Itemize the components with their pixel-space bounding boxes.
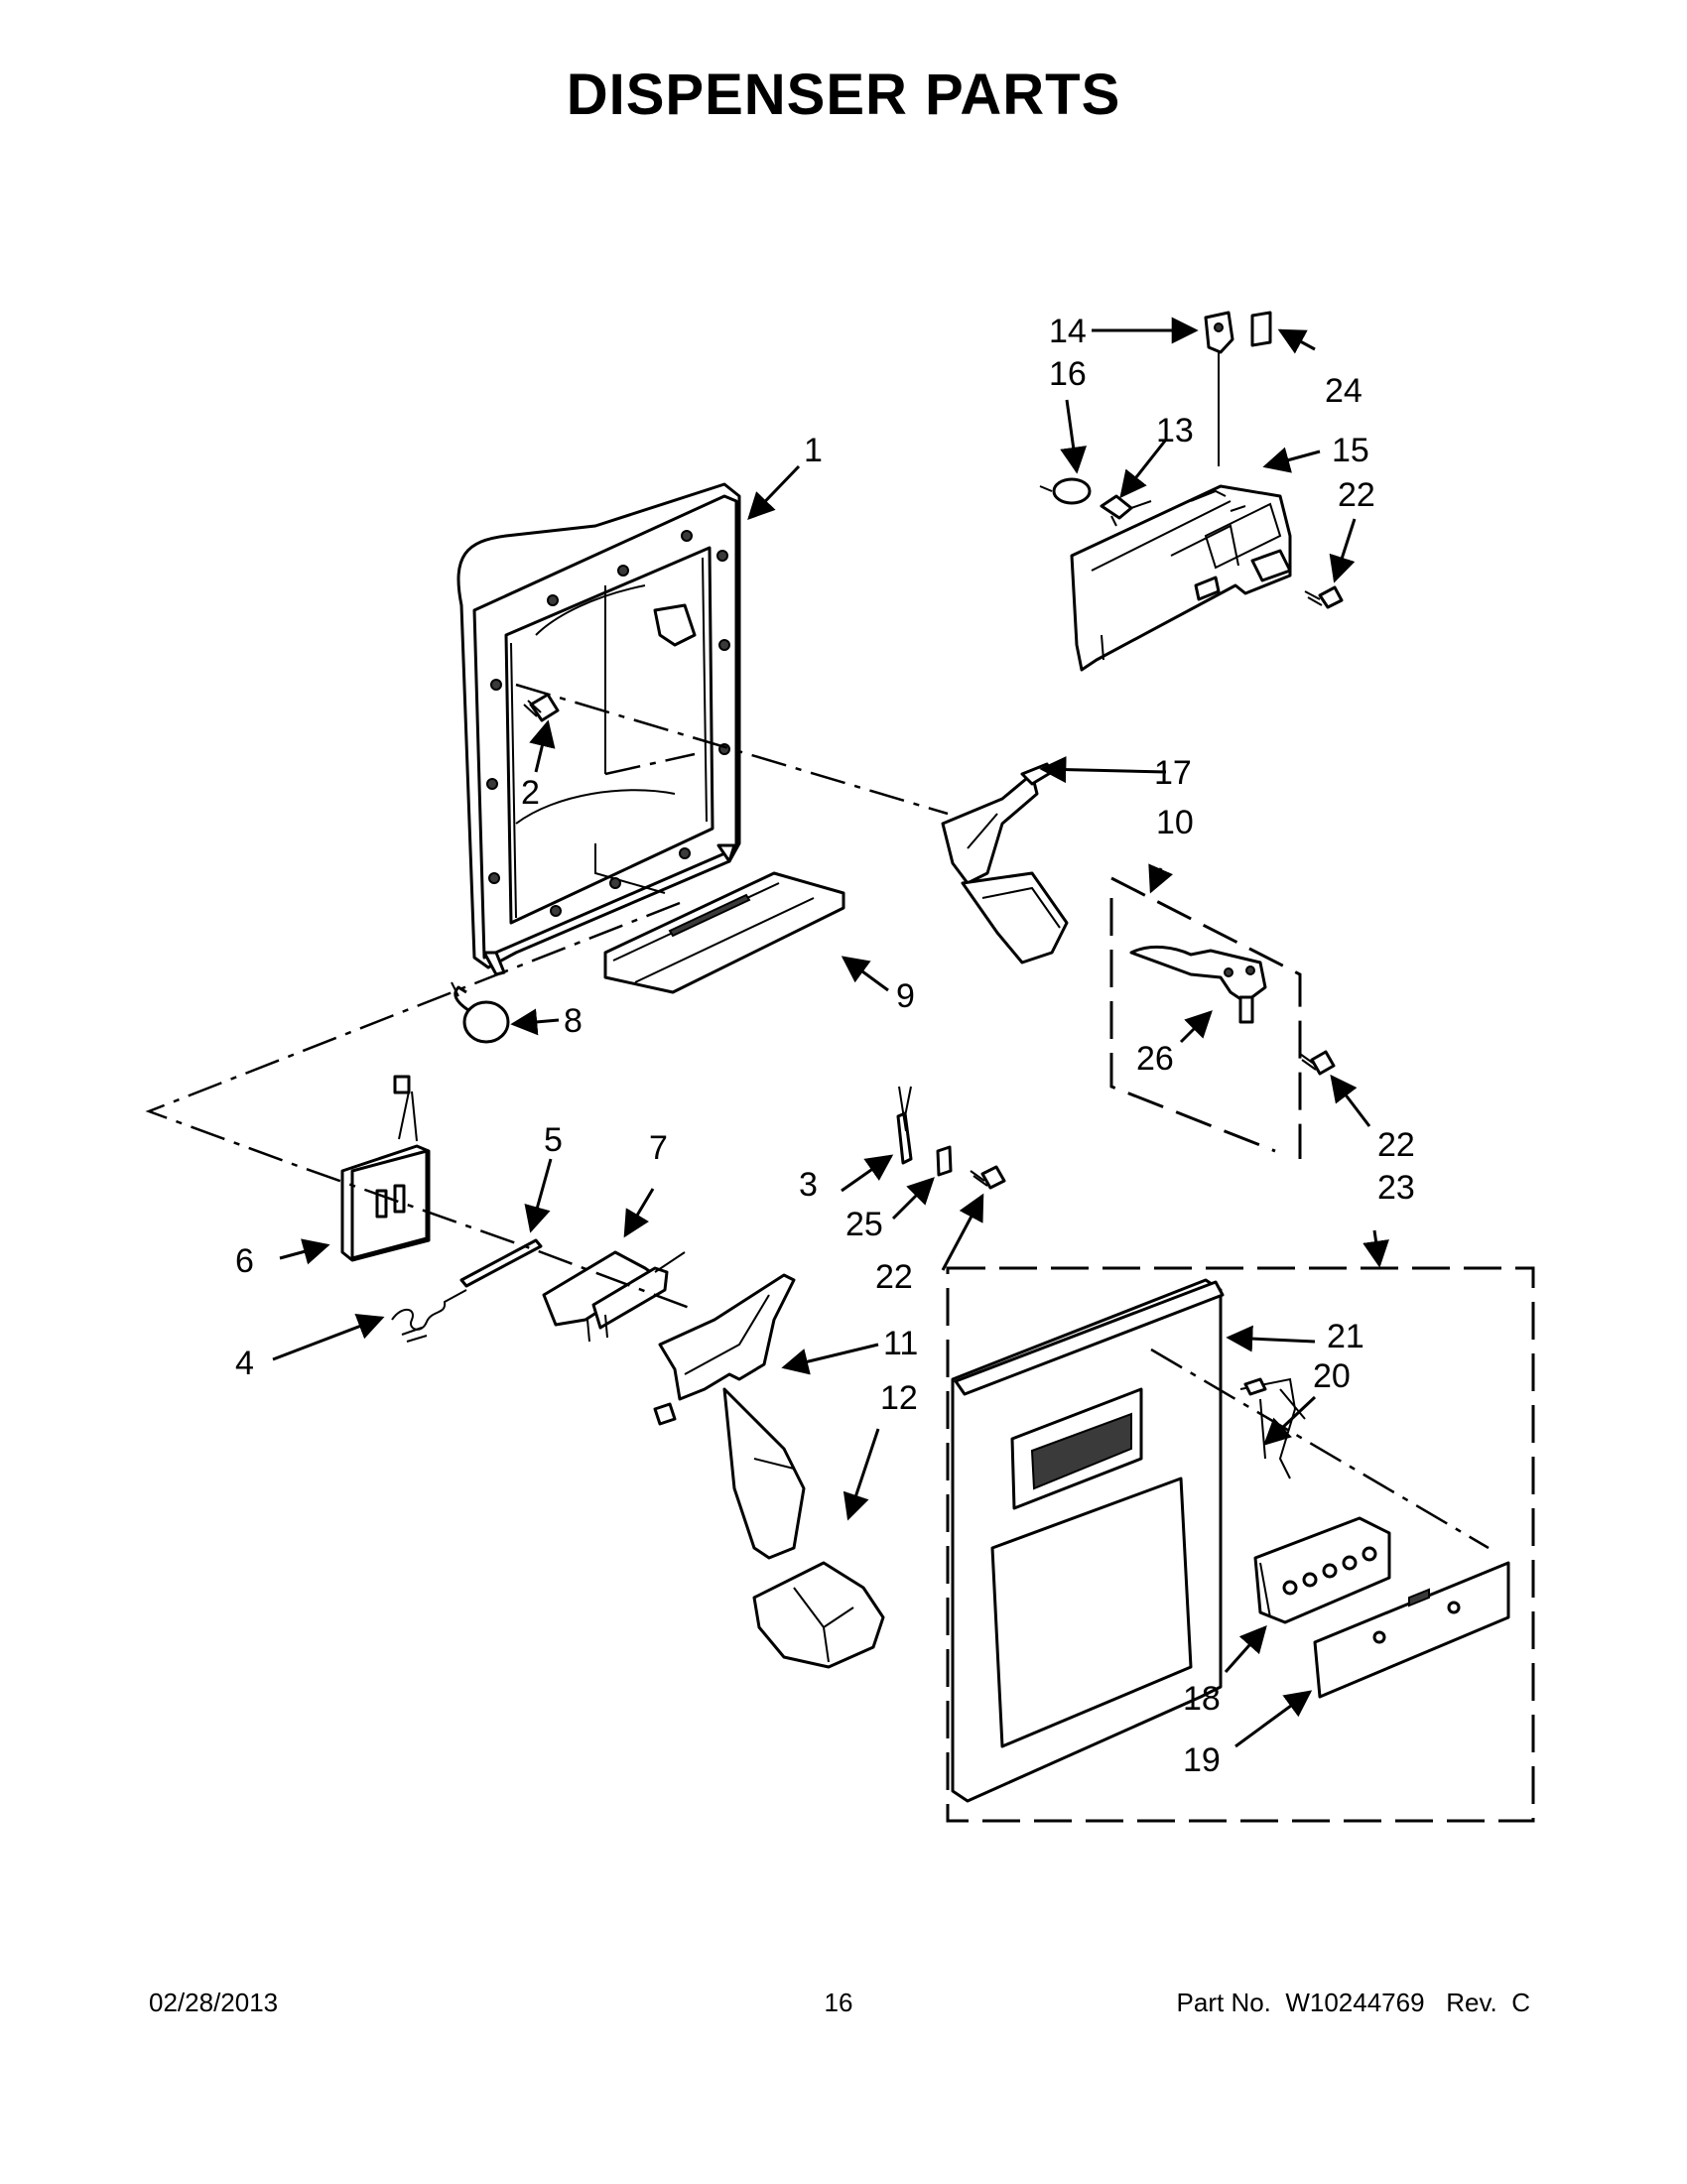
- callout-1: 1: [804, 432, 823, 469]
- pin-5: [459, 1238, 543, 1288]
- callout-5: 5: [544, 1121, 563, 1159]
- dispenser-front-panel: [951, 1278, 1225, 1803]
- dispenser-housing: [456, 482, 741, 976]
- callout-24: 24: [1325, 372, 1363, 410]
- callout-22b: 22: [1377, 1126, 1415, 1164]
- callout-23: 23: [1377, 1169, 1415, 1207]
- footer-part-number: Part No. W10244769 Rev. C: [1176, 1988, 1530, 2017]
- callout-10: 10: [1156, 804, 1194, 841]
- callout-3: 3: [799, 1166, 818, 1204]
- callout-8: 8: [564, 1002, 583, 1040]
- footer-date: 02/28/2013: [149, 1988, 279, 2017]
- spring-4: [391, 1289, 467, 1343]
- group-10-box: [1109, 876, 1302, 1159]
- callout-17: 17: [1154, 754, 1192, 792]
- leader-lines: [272, 317, 1389, 1748]
- callout-22c: 22: [875, 1258, 913, 1296]
- control-assembly: [1239, 1377, 1510, 1699]
- callout-25: 25: [845, 1206, 883, 1243]
- callout-7: 7: [649, 1129, 668, 1167]
- footer-page-number: 16: [824, 1988, 853, 2017]
- callout-11: 11: [883, 1325, 918, 1362]
- callout-20: 20: [1313, 1357, 1351, 1395]
- solenoid-7: [542, 1250, 686, 1343]
- callout-21: 21: [1327, 1318, 1364, 1355]
- callout-14: 14: [1049, 313, 1087, 350]
- parts-3-25-22: [896, 1050, 1336, 1190]
- callout-16: 16: [1049, 355, 1087, 393]
- callout-6: 6: [235, 1242, 254, 1280]
- control-board: [340, 1075, 431, 1262]
- drip-tray: [603, 871, 845, 994]
- callout-4: 4: [235, 1345, 254, 1382]
- callout-26: 26: [1136, 1040, 1174, 1078]
- callout-labels: 1 2 17 10 9 8 26 22 23 5 7 3 25 22 6 4 1…: [235, 313, 1415, 1779]
- group-23-box: [946, 1266, 1535, 1823]
- callout-2: 2: [521, 774, 540, 812]
- actuator-8: [451, 981, 510, 1044]
- lever-26: [1129, 945, 1267, 1024]
- callout-18: 18: [1183, 1680, 1221, 1718]
- ice-chute-lever-17: [941, 762, 1069, 964]
- ice-guide-12: [752, 1561, 885, 1669]
- water-lever-11: [653, 1273, 806, 1560]
- callout-12: 12: [880, 1379, 918, 1417]
- dispenser-light-assembly: [1039, 311, 1344, 672]
- callout-13: 13: [1156, 412, 1194, 450]
- page-title: DISPENSER PARTS: [566, 63, 1121, 127]
- callout-22a: 22: [1338, 476, 1375, 514]
- screw-2: [523, 693, 560, 722]
- callout-19: 19: [1183, 1741, 1221, 1779]
- callout-9: 9: [896, 977, 915, 1015]
- callout-15: 15: [1332, 432, 1369, 469]
